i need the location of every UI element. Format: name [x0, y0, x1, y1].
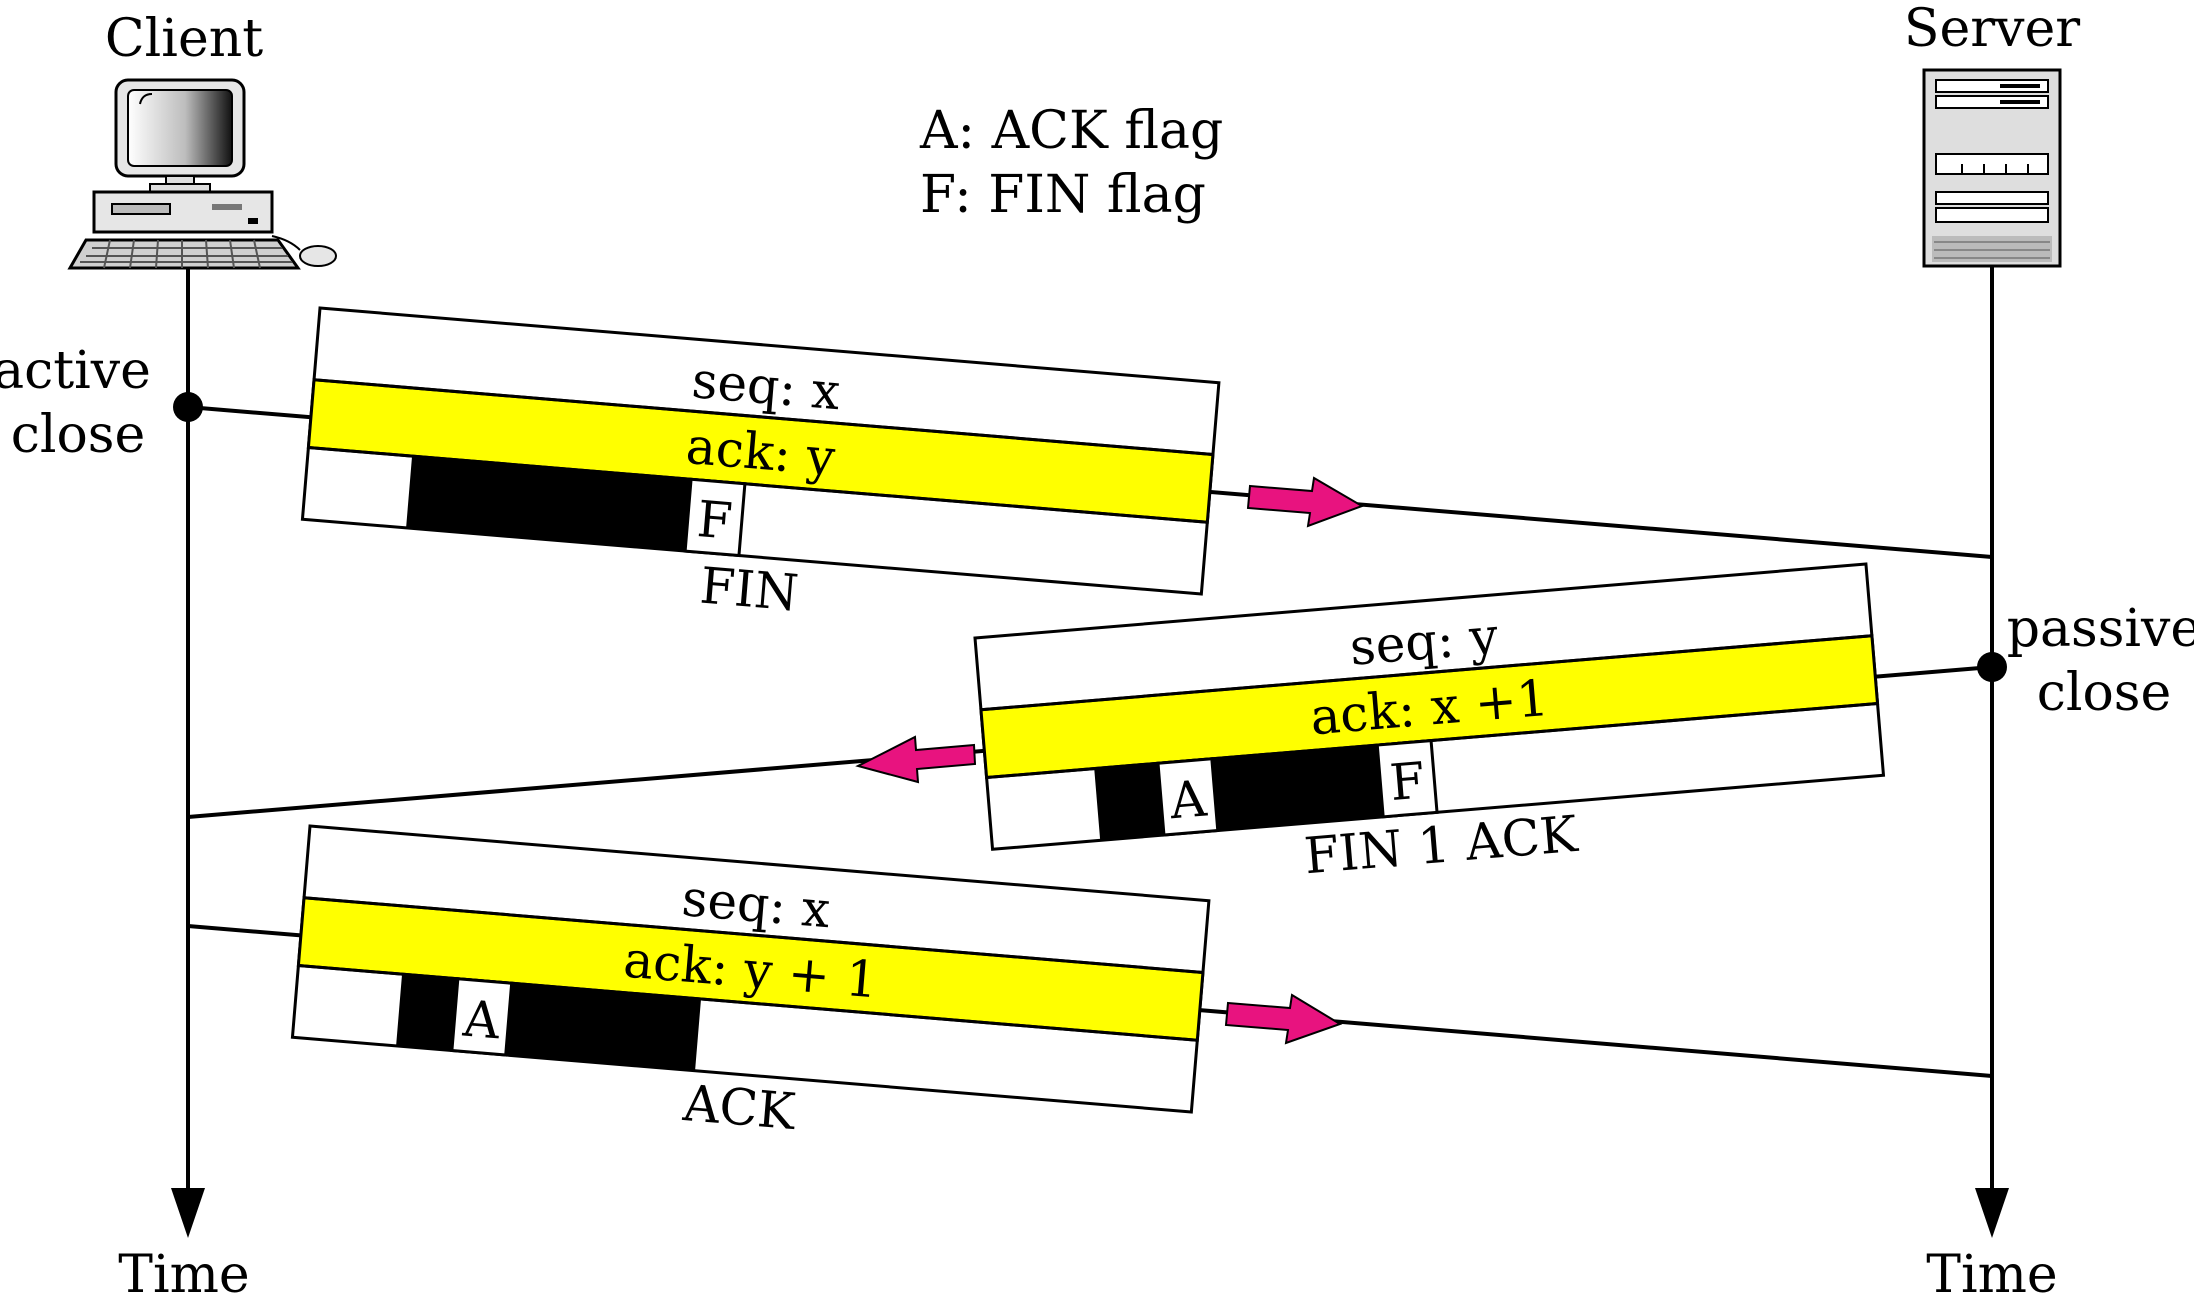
desktop-computer-icon [67, 78, 337, 270]
segment-fin-ack: seq: y ack: x +1 A F FIN 1 ACK [973, 562, 1886, 885]
seq-label: seq: x [690, 351, 842, 421]
ack-flag-box [1156, 757, 1220, 837]
fin-direction-arrow [1246, 476, 1365, 528]
seq-label: seq: y [1348, 607, 1501, 677]
server-tower-icon [1922, 68, 2062, 268]
fin-flag-box [683, 477, 747, 558]
ack-label: ack: y [684, 417, 838, 487]
client-time-label: Time [118, 1245, 249, 1305]
client-timeline [171, 268, 205, 1238]
fin-flag-label: F [1388, 751, 1427, 812]
ack-flag-label: A [1167, 769, 1210, 830]
fin-flag-label: F [695, 490, 734, 551]
fin-ack-direction-arrow [855, 735, 977, 784]
active-close-label-line2: close [11, 405, 146, 465]
active-close-label-line1: active [0, 341, 151, 401]
server-label: Server [1904, 0, 2080, 59]
segment-name: FIN [698, 557, 801, 623]
server-time-label: Time [1926, 1245, 2057, 1305]
server-timeline [1975, 262, 2009, 1238]
legend-fin-flag: F: FIN flag [920, 165, 1206, 225]
flag-bar [406, 456, 712, 553]
segment-fin: seq: x ack: y F FIN [300, 306, 1221, 623]
server-time-arrowhead [1975, 1188, 2009, 1238]
passive-close-label-line1: passive [2007, 599, 2194, 659]
client-label: Client [105, 9, 263, 69]
passive-close-label-line2: close [2037, 663, 2172, 723]
seq-label: seq: x [680, 869, 832, 939]
ack-direction-arrow [1224, 993, 1343, 1045]
active-close-dot [173, 392, 203, 422]
fin-flag-box [1375, 738, 1439, 819]
ack-flag-box [450, 977, 514, 1057]
passive-close-dot [1977, 652, 2007, 682]
ack-flag-label: A [460, 989, 503, 1050]
segment-name: ACK [680, 1074, 799, 1141]
segment-ack: seq: x ack: y + 1 A ACK [290, 824, 1211, 1141]
legend-ack-flag: A: ACK flag [919, 101, 1223, 161]
client-time-arrowhead [171, 1188, 205, 1238]
